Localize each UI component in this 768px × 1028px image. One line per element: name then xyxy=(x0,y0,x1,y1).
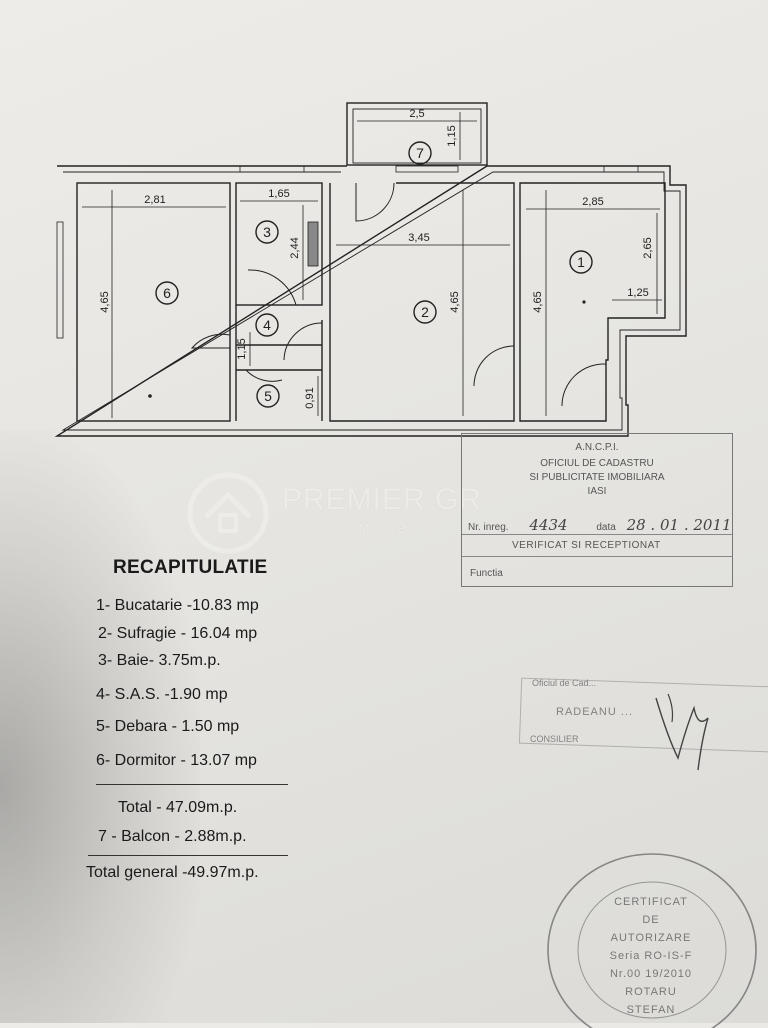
recap-item-4: 4- S.A.S. -1.90 mp xyxy=(96,686,228,703)
recap-rule-1 xyxy=(96,784,288,785)
seal-l6: ROTARU xyxy=(625,986,677,998)
room-3-outline xyxy=(235,182,323,306)
authorization-stamp: CERTIFICAT DE AUTORIZARE Seria RO-IS-F N… xyxy=(540,848,762,1028)
recap-item-3: 3- Baie- 3.75m.p. xyxy=(98,652,221,669)
date-label: data xyxy=(596,522,616,533)
watermark-name: PREMIER GR xyxy=(282,483,483,516)
recap-item-1: 1- Bucatarie -10.83 mp xyxy=(96,597,259,614)
dim-room3-h: 2,44 xyxy=(289,237,301,258)
recap-total-general: Total general -49.97m.p. xyxy=(86,864,259,881)
room-2-marker xyxy=(413,300,437,324)
room-1-outline xyxy=(519,182,666,422)
watermark-sub: IMOBIL xyxy=(346,521,445,536)
recap-item-6: 6- Dormitor - 13.07 mp xyxy=(96,752,257,769)
recap-balcon: 7 - Balcon - 2.88m.p. xyxy=(98,828,247,845)
ancpi-registration: Nr. inreg. 4434 data 28 . 01 . 2011 xyxy=(468,516,732,534)
dim-room1-h1: 2,65 xyxy=(642,237,654,258)
house-logo-icon xyxy=(187,472,269,554)
dim-room3-w: 1,65 xyxy=(268,188,289,200)
room-6-number: 6 xyxy=(163,285,171,301)
ancpi-line3: SI PUBLICITATE IMOBILIARA xyxy=(529,472,665,483)
seal-l2: DE xyxy=(642,914,660,926)
recap-item-5: 5- Debara - 1.50 mp xyxy=(96,718,240,735)
ancpi-verified: VERIFICAT SI RECEPTIONAT xyxy=(512,540,661,551)
ancpi-stamp: A.N.C.P.I. OFICIUL DE CADASTRU SI PUBLIC… xyxy=(461,433,733,587)
room-4-number: 4 xyxy=(263,317,271,333)
reg-label: Nr. inreg. xyxy=(468,522,509,533)
room-4-marker xyxy=(255,313,279,337)
dim-room2-w: 3,45 xyxy=(408,232,429,244)
dim-room1-h2: 4,65 xyxy=(532,291,544,312)
dim-room1-w: 2,85 xyxy=(582,196,603,208)
room-6-marker xyxy=(155,281,179,305)
room-3-number: 3 xyxy=(263,224,271,240)
balcony-outline xyxy=(346,102,488,166)
room-7-marker xyxy=(408,141,432,165)
bathtub-fixture xyxy=(307,221,319,267)
room-1-marker xyxy=(569,250,593,274)
room-6-outline xyxy=(76,182,231,422)
room-5-marker xyxy=(256,384,280,408)
dim-room4-h: 1,15 xyxy=(236,338,248,359)
room-3-marker xyxy=(255,220,279,244)
reg-number: 4434 xyxy=(529,516,568,534)
oficiu-a: Oficiul de Cad... xyxy=(532,678,597,688)
floor-plan: 2,81 4,65 1,65 2,44 3,45 4,65 2,85 4,65 … xyxy=(54,102,687,437)
seal-l4: Seria RO-IS-F xyxy=(609,950,693,962)
room-2-number: 2 xyxy=(421,304,429,320)
seal-l3: AUTORIZARE xyxy=(610,932,692,944)
ancpi-line4: IASI xyxy=(587,486,607,497)
seal-l1: CERTIFICAT xyxy=(614,896,688,908)
dim-room6-w: 2,81 xyxy=(144,194,165,206)
dim-room6-h: 4,65 xyxy=(99,291,111,312)
room-2-outline xyxy=(329,182,515,422)
date-value: 28 . 01 . 2011 xyxy=(626,516,732,534)
room-5-number: 5 xyxy=(264,388,272,404)
recap-rule-2 xyxy=(88,855,288,856)
ancpi-line1: A.N.C.P.I. xyxy=(575,442,619,453)
signature-icon xyxy=(655,693,709,771)
dim-balcony-w: 2,5 xyxy=(409,108,424,120)
dim-balcony-h: 1,15 xyxy=(446,125,458,146)
room-7-number: 7 xyxy=(416,145,424,161)
seal-l7: STEFAN xyxy=(626,1004,676,1016)
recap-total: Total - 47.09m.p. xyxy=(118,799,238,816)
dim-room2-h: 4,65 xyxy=(449,291,461,312)
oficiu-stamp: Oficiul de Cad... RADEANU ... CONSILIER xyxy=(518,672,768,771)
recap-item-2: 2- Sufragie - 16.04 mp xyxy=(98,625,258,642)
recap-title: RECAPITULATIE xyxy=(113,557,268,578)
room-1-number: 1 xyxy=(577,254,585,270)
ancpi-function: Functia xyxy=(470,568,503,579)
oficiu-b: RADEANU ... xyxy=(556,706,634,718)
dim-room5-h: 0,91 xyxy=(304,387,316,408)
dim-room1-notch: 1,25 xyxy=(627,287,648,299)
round-seal-icon xyxy=(547,853,757,1028)
seal-l5: Nr.00 19/2010 xyxy=(609,968,693,980)
oficiu-c: CONSILIER xyxy=(530,734,579,744)
ancpi-line2: OFICIUL DE CADASTRU xyxy=(540,458,654,469)
